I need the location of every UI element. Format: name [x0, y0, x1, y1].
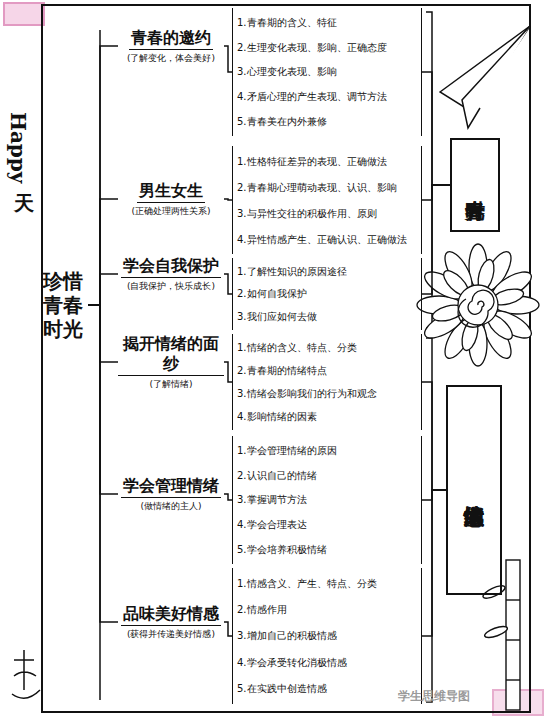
- list-item: 4.学会合理表达: [237, 518, 417, 531]
- root-topic: 珍惜青春时光: [38, 265, 88, 345]
- list-item: 1.情绪的含义、特点、分类: [237, 341, 417, 354]
- list-item: 5.青春美在内外兼修: [237, 115, 417, 128]
- list-item: 3.情绪会影响我们的行为和观念: [237, 387, 417, 400]
- list-item: 5.在实践中创造情感: [237, 682, 417, 695]
- right-bracket: [426, 338, 432, 702]
- branch-connector: [224, 494, 232, 500]
- branch-title: 揭开情绪的面纱: [118, 334, 224, 376]
- branch-title: 男生女生: [137, 181, 205, 203]
- list-item: 3.与异性交往的积极作用、原则: [237, 207, 417, 220]
- branch-subtitle: (获得并传递美好情感): [127, 628, 215, 640]
- branch-topic: 青春的邀约 (了解变化，体会美好): [118, 22, 224, 70]
- decor-word: 天: [14, 190, 34, 217]
- item-list: 1.学会管理情绪的原因 2.认识自己的情绪 3.掌握调节方法 4.学会合理表达 5.学会…: [232, 436, 422, 564]
- list-item: 4.学会承受转化消极情感: [237, 656, 417, 669]
- list-item: 1.性格特征差异的表现、正确做法: [237, 155, 417, 168]
- bamboo-stalk: [506, 560, 520, 710]
- branch-connector: [422, 72, 450, 185]
- bamboo-node: [506, 599, 520, 600]
- list-item: 3.增加自己的积极情感: [237, 629, 417, 642]
- plane-fold: [462, 26, 530, 128]
- branch-subtitle: (了解变化，体会美好): [127, 52, 215, 64]
- branch-subtitle: (做情绪的主人): [140, 500, 201, 512]
- list-item: 2.如何自我保护: [237, 287, 417, 300]
- pink-stamp: [4, 3, 44, 25]
- branch-connector: [422, 382, 446, 490]
- list-item: 3.我们应如何去做: [237, 310, 417, 323]
- branch-connector: [88, 199, 118, 305]
- branch-subtitle: (了解情绪): [149, 378, 192, 390]
- item-list: 1.了解性知识的原因途径 2.如何自我保护 3.我们应如何去做: [232, 258, 422, 330]
- list-item: 4.影响情绪的因素: [237, 410, 417, 423]
- item-list: 1.情感含义、产生、特点、分类 2.情感作用 3.增加自己的积极情感 4.学会承受转化…: [232, 568, 422, 704]
- list-item: 4.异性情感产生、正确认识、正确做法: [237, 233, 417, 246]
- branch-connector: [224, 274, 232, 294]
- branch-connector: [422, 185, 450, 200]
- branch-connector: [422, 490, 446, 500]
- branch-subtitle: (正确处理两性关系): [131, 205, 210, 217]
- branch-topic: 品味美好情感 (获得并传递美好情感): [118, 598, 224, 646]
- watermark: 学生思维导图: [398, 688, 470, 705]
- branch-topic: 学会自我保护 (自我保护，快乐成长): [118, 250, 224, 298]
- corner-doodle: [12, 650, 40, 698]
- branch-connector: [224, 46, 232, 72]
- branch-title: 学会自我保护: [121, 256, 221, 278]
- bamboo-leaf: [481, 583, 506, 600]
- sunflower: [417, 244, 539, 366]
- branch-connector: [224, 622, 232, 636]
- branch-connector: [88, 305, 118, 622]
- list-item: 1.了解性知识的原因途径: [237, 265, 417, 278]
- branch-title: 青春的邀约: [129, 28, 213, 50]
- bamboo-node: [506, 679, 520, 680]
- item-list: 1.情绪的含义、特点、分类 2.青春期的情绪特点 3.情绪会影响我们的行为和观念 4.…: [232, 334, 422, 430]
- branch-connector: [224, 362, 232, 382]
- branch-topic: 男生女生 (正确处理两性关系): [118, 175, 224, 223]
- branch-connector: [88, 46, 118, 305]
- list-item: 4.矛盾心理的产生表现、调节方法: [237, 90, 417, 103]
- summary-box: 青春时光: [450, 138, 500, 232]
- list-item: 1.情感含义、产生、特点、分类: [237, 577, 417, 590]
- list-item: 2.青春期心理萌动表现、认识、影响: [237, 181, 417, 194]
- branch-topic: 学会管理情绪 (做情绪的主人): [118, 470, 224, 518]
- list-item: 3.掌握调节方法: [237, 493, 417, 506]
- branch-connector: [422, 490, 446, 636]
- branch-subtitle: (自我保护，快乐成长): [127, 280, 215, 292]
- branch-connector: [88, 274, 118, 305]
- branch-topic: 揭开情绪的面纱 (了解情绪): [118, 330, 224, 394]
- list-item: 2.生理变化表现、影响、正确态度: [237, 41, 417, 54]
- bamboo-leaf: [483, 624, 508, 640]
- page-frame: [42, 5, 530, 712]
- root-text: 珍惜青春时光: [38, 269, 88, 341]
- bamboo-node: [506, 639, 520, 640]
- branch-connector: [224, 199, 232, 200]
- list-item: 5.学会培养积极情绪: [237, 543, 417, 556]
- list-item: 3.心理变化表现、影响: [237, 65, 417, 78]
- decor-word: Happy: [6, 112, 30, 183]
- branch-connector: [88, 305, 118, 362]
- list-item: 2.情感作用: [237, 603, 417, 616]
- branch-title: 品味美好情感: [121, 604, 221, 626]
- branch-title: 学会管理情绪: [121, 476, 221, 498]
- item-list: 1.性格特征差异的表现、正确做法 2.青春期心理萌动表现、认识、影响 3.与异性交往…: [232, 146, 422, 254]
- list-item: 2.认识自己的情绪: [237, 469, 417, 482]
- flower-spiral: [458, 290, 494, 327]
- summary-box: 做情绪情感的主人: [446, 385, 502, 595]
- list-item: 2.青春期的情绪特点: [237, 364, 417, 377]
- spine-line: [99, 30, 101, 700]
- branch-connector: [422, 185, 450, 294]
- list-item: 1.青春期的含义、特征: [237, 16, 417, 29]
- branch-connector: [88, 305, 118, 494]
- paper-plane: [440, 26, 530, 128]
- list-item: 1.学会管理情绪的原因: [237, 444, 417, 457]
- item-list: 1.青春期的含义、特征 2.生理变化表现、影响、正确态度 3.心理变化表现、影响 4.…: [232, 8, 422, 136]
